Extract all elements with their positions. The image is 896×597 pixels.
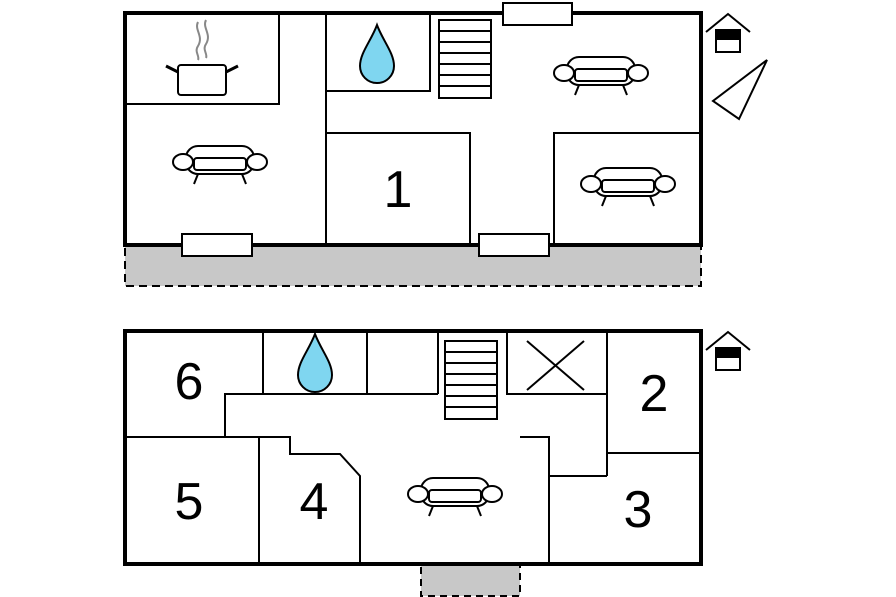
- water-drop-icon: [297, 333, 333, 393]
- upper-interior-walls: [125, 13, 701, 245]
- sofa-icon: [407, 477, 503, 517]
- upper-floor: 1: [123, 2, 703, 287]
- staircase-icon: [438, 19, 492, 99]
- cross-void-icon: [526, 340, 585, 391]
- sofa-icon: [580, 167, 676, 207]
- upper-window-bottom-left: [181, 233, 253, 257]
- room-number-2: 2: [640, 365, 669, 423]
- house-entrance-icon: [705, 331, 751, 371]
- room-number-4: 4: [300, 473, 329, 531]
- room-number-6: 6: [175, 353, 204, 411]
- upper-window-top: [502, 2, 573, 26]
- lower-floor: 6 2 5 4 3: [123, 329, 703, 597]
- room-number-5: 5: [175, 473, 204, 531]
- staircase-icon: [444, 340, 498, 420]
- upper-window-bottom-right: [478, 233, 550, 257]
- compass-north-icon: [711, 59, 768, 121]
- lower-interior-walls: [125, 331, 701, 564]
- lower-outer-wall: [123, 329, 703, 566]
- room-number-1: 1: [384, 161, 413, 219]
- sofa-icon: [553, 56, 649, 96]
- house-entrance-icon: [705, 13, 751, 53]
- sofa-icon: [172, 145, 268, 185]
- kitchen-pot-icon: [165, 19, 239, 96]
- upper-outer-wall: [123, 11, 703, 247]
- room-number-3: 3: [624, 481, 653, 539]
- lower-entrance-step: [420, 563, 521, 597]
- water-drop-icon: [359, 24, 395, 84]
